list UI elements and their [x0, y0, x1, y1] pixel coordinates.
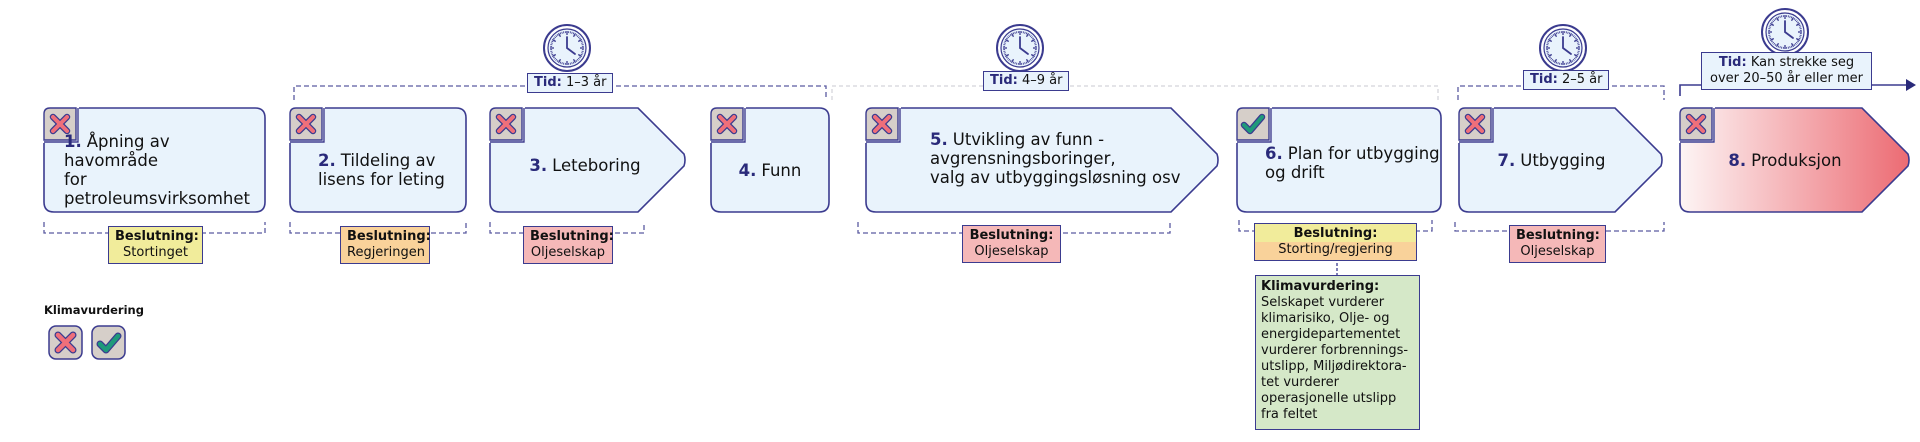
check-icon	[1236, 107, 1272, 143]
legend-title: Klimavurdering	[44, 303, 144, 317]
cross-icon	[43, 107, 79, 143]
decision-badge-1: Beslutning:Stortinget	[108, 226, 203, 264]
cross-icon	[865, 107, 901, 143]
stage-5: 5.Utvikling av funn -avgrensningsboringe…	[930, 129, 1181, 187]
clock-icon	[1539, 24, 1587, 72]
stage-4: 4.Funn	[738, 160, 802, 180]
stage-7: 7.Utbygging	[1497, 150, 1606, 170]
duration-bracket-2	[831, 85, 1439, 100]
duration-label-3: Tid: 2–5 år	[1523, 70, 1610, 90]
decision-bracket-5	[857, 222, 1171, 234]
clock-icon	[996, 24, 1044, 72]
cross-icon	[489, 107, 525, 143]
cross-icon	[710, 107, 746, 143]
decision-bracket-6	[1238, 220, 1433, 232]
clock-icon	[543, 24, 591, 72]
stage-3: 3.Leteboring	[529, 155, 641, 175]
clock-icon	[1761, 8, 1809, 56]
arrow-head-icon	[1906, 79, 1916, 91]
climate-assessment-note: Klimavurdering: Selskapet vurderer klima…	[1255, 275, 1420, 430]
decision-badge-6: Beslutning:Storting/regjering	[1254, 223, 1417, 261]
decision-badge-3: Beslutning:Oljeselskap	[523, 226, 614, 264]
cross-icon	[1458, 107, 1494, 143]
cross-icon	[289, 107, 325, 143]
decision-badge-5: Beslutning:Oljeselskap	[962, 225, 1061, 263]
duration-label-2: Tid: 4–9 år	[983, 71, 1070, 91]
cross-icon	[1679, 107, 1715, 143]
decision-badge-2: Beslutning:Regjeringen	[340, 226, 431, 264]
decision-badge-7: Beslutning:Oljeselskap	[1509, 225, 1606, 263]
stage-8: 8.Produksjon	[1728, 150, 1842, 170]
duration-label-1: Tid: 1–3 år	[527, 73, 614, 93]
